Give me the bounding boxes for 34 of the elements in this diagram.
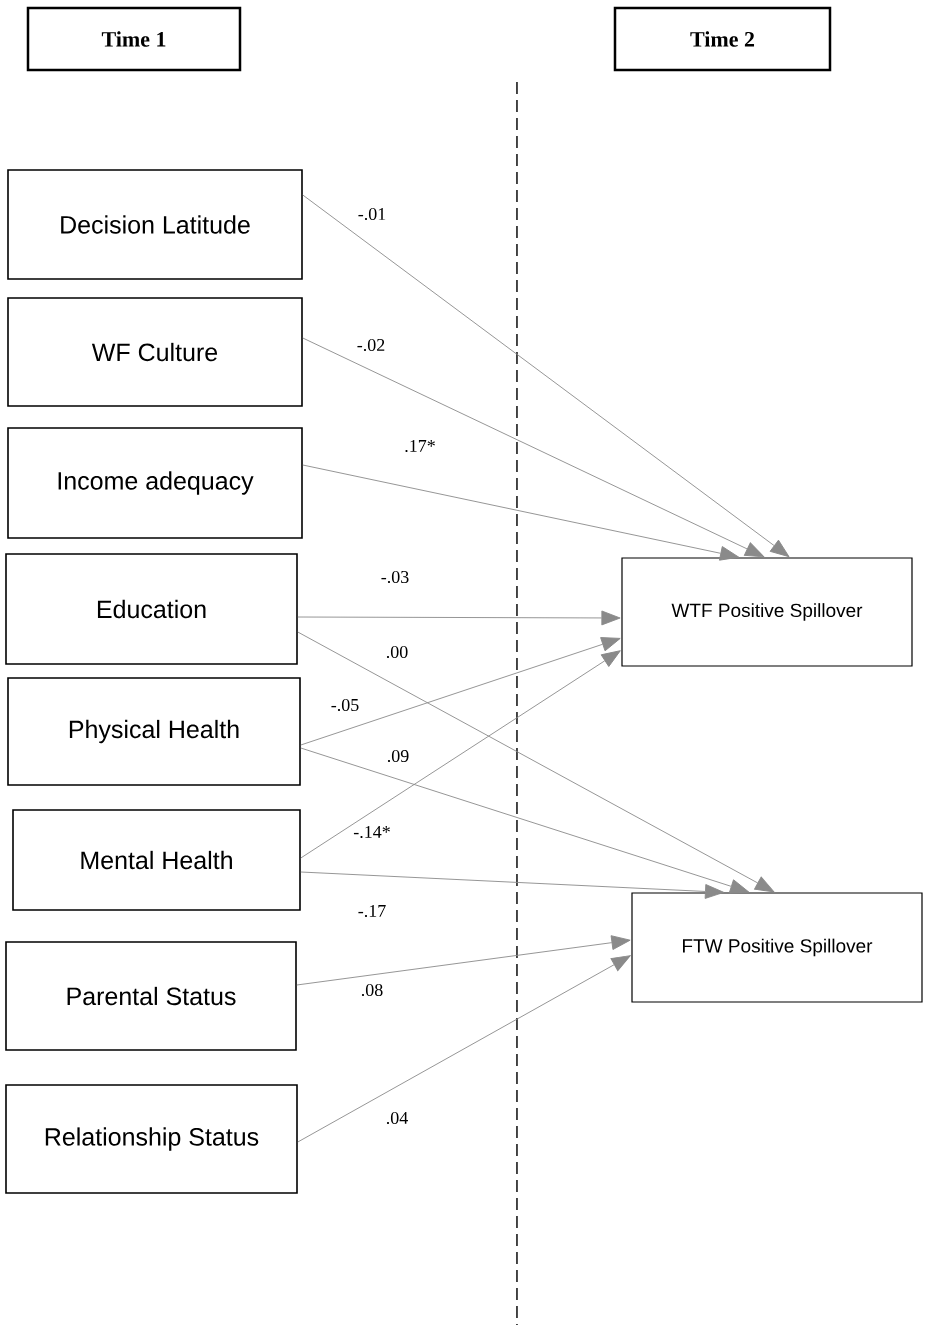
variable-box: Physical Health (7, 677, 301, 786)
edge-label: .09 (385, 748, 411, 764)
time-box: Time 2 (613, 6, 832, 72)
edge-label: -.02 (355, 337, 387, 353)
arrow (296, 935, 631, 986)
variable-box: Parental Status (5, 941, 297, 1051)
time-box: Time 1 (26, 6, 242, 72)
arrow (300, 747, 750, 894)
edge-label: .00 (384, 644, 410, 660)
variable-box: Income adequacy (7, 427, 303, 539)
arrow (297, 610, 621, 626)
arrow (300, 871, 725, 899)
arrow (302, 194, 790, 558)
variable-box: Relationship Status (5, 1084, 298, 1194)
edge-label: -.17 (356, 903, 388, 919)
edge-label: .04 (384, 1110, 410, 1126)
arrow (302, 337, 765, 558)
edge-label: .08 (359, 982, 385, 998)
variable-box: Mental Health (12, 809, 301, 911)
arrow (297, 631, 775, 893)
arrow (297, 955, 631, 1143)
arrow (300, 637, 621, 746)
variable-box: WF Culture (7, 297, 303, 407)
edge-label: -.14* (352, 824, 392, 840)
edge-label: -.03 (379, 569, 411, 585)
edge-label: -.05 (329, 697, 361, 713)
variable-box: Decision Latitude (7, 169, 303, 280)
outcome-box: FTW Positive Spillover (631, 892, 923, 1003)
outcome-box: WTF Positive Spillover (621, 557, 913, 667)
variable-box: Education (5, 553, 298, 665)
arrow (300, 650, 621, 859)
arrow (302, 464, 740, 561)
edge-label: .17* (403, 438, 437, 454)
edge-label: -.01 (356, 206, 388, 222)
